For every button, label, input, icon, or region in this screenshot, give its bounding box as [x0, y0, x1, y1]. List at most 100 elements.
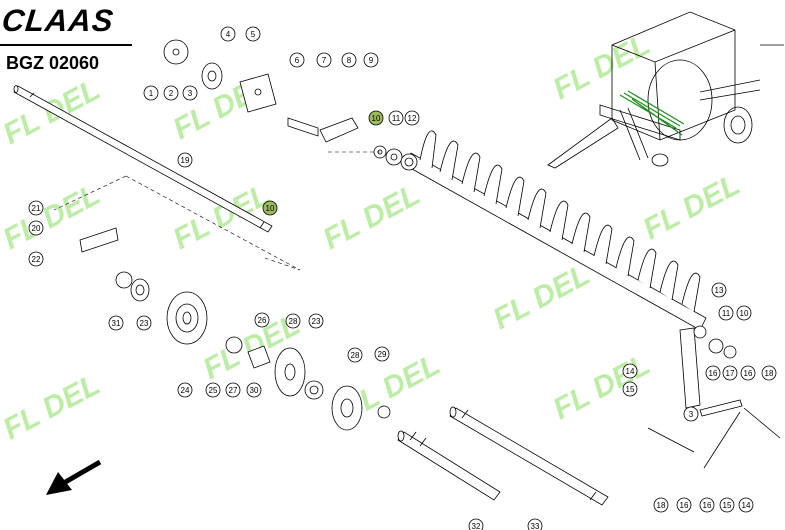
callout-bubble: 28	[347, 347, 363, 363]
callout-label: 11	[392, 114, 401, 123]
callout-circle	[699, 497, 715, 513]
callout-circle	[225, 382, 241, 398]
callout-circle	[136, 315, 152, 331]
callout-label: 9	[369, 56, 374, 65]
parts-cluster	[79, 39, 781, 469]
callout-circle	[622, 381, 638, 397]
callout-label: 29	[378, 350, 387, 359]
callout-label: 31	[112, 319, 121, 328]
callout-label: 10	[372, 114, 381, 123]
callout-label: 10	[740, 309, 749, 318]
callout-circle	[289, 52, 305, 68]
callout-label: 3	[689, 410, 694, 419]
callout-label: 2	[169, 89, 174, 98]
callout-label: 32	[472, 522, 481, 530]
callout-label: 12	[408, 114, 417, 123]
callout-bubble: 13	[711, 282, 727, 298]
callout-bubble: 16	[676, 497, 692, 513]
callout-label: 18	[765, 369, 774, 378]
callout-bubble: 33	[527, 518, 543, 530]
callout-label: 15	[723, 501, 732, 510]
callout-bubble: 16	[705, 365, 721, 381]
shaft-19	[13, 85, 273, 233]
callout-bubble: 14	[738, 497, 754, 513]
callout-bubble: 22	[28, 251, 44, 267]
callout-circle	[177, 152, 193, 168]
callout-label: 20	[32, 224, 41, 233]
baler-illustration	[547, 11, 784, 169]
callout-label: 16	[703, 501, 712, 510]
watermark-text: FL DEL	[318, 178, 426, 256]
callout-label: 28	[289, 317, 298, 326]
callout-circle	[28, 220, 44, 236]
callout-label: 16	[709, 369, 718, 378]
callout-bubble: 17	[722, 365, 738, 381]
pickup-tines-highlight	[619, 90, 685, 136]
callout-bubble: 29	[374, 346, 390, 362]
callout-circle	[676, 497, 692, 513]
callout-bubble: 20	[28, 220, 44, 236]
callout-circle	[711, 282, 727, 298]
callout-label: 7	[322, 56, 327, 65]
callout-circle	[205, 382, 221, 398]
callout-label: 4	[226, 30, 231, 39]
callout-bubble: 25	[205, 382, 221, 398]
callout-circle	[683, 406, 699, 422]
logo-underline	[0, 44, 132, 46]
callout-circle	[722, 365, 738, 381]
callout-circle	[653, 497, 669, 513]
callout-bubble: 12	[404, 110, 420, 126]
callout-circle	[254, 312, 270, 328]
callout-circle	[705, 365, 721, 381]
callout-circle	[285, 313, 301, 329]
callout-circle	[761, 365, 777, 381]
callout-bubble: 16	[740, 365, 756, 381]
callout-bubble: 27	[225, 382, 241, 398]
callout-label: 19	[181, 156, 190, 165]
callout-circle	[308, 313, 324, 329]
callout-label: 11	[722, 309, 731, 318]
callout-bubble: 3	[182, 85, 198, 101]
callout-circle	[182, 85, 198, 101]
callout-bubble: 26	[254, 312, 270, 328]
callout-circle	[404, 110, 420, 126]
callout-bubble: 8	[341, 52, 357, 68]
callout-label: 33	[531, 522, 540, 530]
callout-circle	[468, 518, 484, 530]
callout-circle	[316, 52, 332, 68]
watermark-text: FL DEL	[548, 28, 656, 106]
callout-circle	[719, 497, 735, 513]
callout-bubble: 28	[285, 313, 301, 329]
callout-label: 27	[229, 386, 238, 395]
callout-label: 24	[181, 386, 190, 395]
callout-bubble: 15	[719, 497, 735, 513]
callout-label: 6	[295, 56, 300, 65]
callout-bubble: 24	[177, 382, 193, 398]
callout-circle	[718, 305, 734, 321]
callout-circle	[143, 85, 159, 101]
callout-label: 22	[32, 255, 41, 264]
callout-circle	[622, 363, 638, 379]
callout-circle	[740, 365, 756, 381]
rake-bar-13	[404, 130, 707, 331]
callout-label: 21	[32, 204, 41, 213]
callout-label: 30	[250, 386, 259, 395]
callout-label: 5	[251, 30, 256, 39]
callout-label: 23	[140, 319, 149, 328]
callout-label: 13	[715, 286, 724, 295]
watermark-text: FL DEL	[638, 168, 746, 246]
callout-bubble: 6	[289, 52, 305, 68]
callout-circle	[347, 347, 363, 363]
callout-label: 28	[351, 351, 360, 360]
document-number: BGZ 02060	[6, 53, 100, 73]
callout-circle	[363, 52, 379, 68]
watermark-text: FL DEL	[488, 258, 596, 336]
callout-bubble: 18	[653, 497, 669, 513]
callout-bubble: 3	[683, 406, 699, 422]
callout-bubble: 16	[699, 497, 715, 513]
callout-bubble: 19	[177, 152, 193, 168]
arrow-down-left-icon	[46, 459, 102, 495]
shaft-33	[449, 406, 609, 506]
callout-label: 18	[657, 501, 666, 510]
